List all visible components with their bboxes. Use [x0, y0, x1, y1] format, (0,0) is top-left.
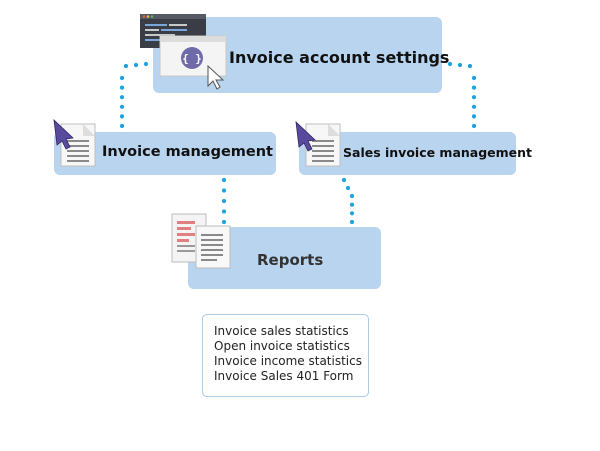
- report-item: Invoice income statistics: [214, 354, 362, 368]
- connector-dot: [471, 104, 477, 109]
- connector-dot: [471, 123, 477, 129]
- connector-dot: [349, 219, 355, 225]
- svg-text:{ }: { }: [182, 52, 202, 65]
- report-documents-icon: [171, 213, 231, 269]
- report-item: Open invoice statistics: [214, 339, 350, 353]
- document-icon: [305, 123, 341, 167]
- connector-dot: [447, 61, 453, 67]
- connector-dot: [471, 95, 477, 100]
- connector-dot: [221, 209, 227, 214]
- connector-dot: [119, 114, 125, 119]
- connector-dot: [345, 185, 351, 191]
- report-item: Invoice sales statistics: [214, 324, 349, 338]
- browser-settings-icon: { }: [140, 14, 227, 90]
- connector-dot: [471, 85, 477, 90]
- connector-dot: [457, 62, 463, 68]
- connector-dot: [123, 63, 129, 69]
- cursor-arrow-icon: [53, 118, 74, 150]
- connector-dot: [349, 193, 355, 199]
- connector-dot: [119, 95, 125, 100]
- connector-dot: [349, 202, 355, 207]
- sales-invoice-management-label: Sales invoice management: [343, 145, 533, 160]
- connector-dot: [221, 219, 227, 225]
- connector-dot: [221, 188, 227, 193]
- invoice-management-label: Invoice management: [102, 144, 273, 160]
- connector-dot: [349, 211, 355, 216]
- invoice-account-settings-label: Invoice account settings: [229, 48, 450, 67]
- connector-dot: [471, 114, 477, 119]
- connector-dot: [119, 75, 125, 81]
- reports-label: Reports: [257, 251, 324, 269]
- connector-dot: [143, 61, 149, 67]
- connector-dot: [221, 177, 227, 183]
- report-item: Invoice Sales 401 Form: [214, 369, 354, 383]
- connector-dot: [119, 85, 125, 90]
- report-items-list: Invoice sales statistics Open invoice st…: [202, 314, 369, 397]
- connector-dot: [119, 104, 125, 109]
- connector-dot: [471, 75, 477, 81]
- connector-dot: [119, 123, 125, 129]
- cursor-arrow-icon: [295, 120, 316, 152]
- connector-dot: [341, 177, 347, 183]
- connector-dot: [133, 62, 139, 68]
- connector-dot: [221, 198, 227, 204]
- connector-dot: [467, 63, 473, 69]
